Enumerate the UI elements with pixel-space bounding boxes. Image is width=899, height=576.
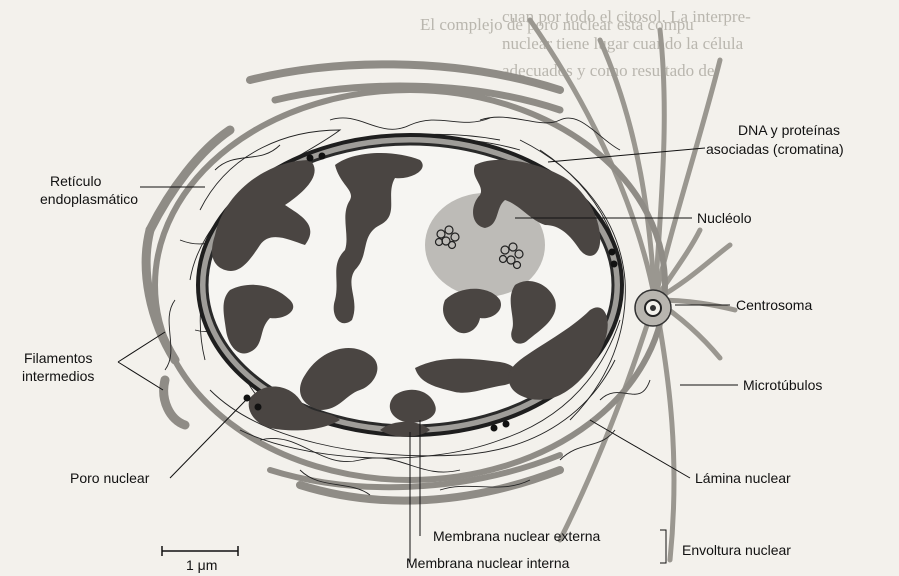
background-text-line: cuan por todo el citosol. La interpre-	[502, 7, 751, 26]
label-poro-nuclear: Poro nuclear	[70, 470, 150, 486]
label-centrosoma: Centrosoma	[736, 297, 812, 313]
label-dna-cromatina: DNA y proteínas asociadas (cromatina)	[706, 122, 844, 157]
background-text-right: cuan por todo el citosol. La interpre-nu…	[502, 7, 751, 80]
label-envoltura-nuclear: Envoltura nuclear	[682, 542, 791, 558]
label-lamina-nuclear: Lámina nuclear	[695, 470, 791, 486]
label-membrana-interna: Membrana nuclear interna	[406, 555, 570, 571]
label-nucleolo: Nucléolo	[697, 210, 752, 226]
label-membrana-externa: Membrana nuclear externa	[433, 528, 601, 544]
label-microtubulos: Microtúbulos	[743, 377, 822, 393]
label-filamentos-intermedios: Filamentos intermedios	[22, 350, 96, 384]
label-reticulo-endoplasmatico: Retículo endoplasmático	[40, 173, 138, 207]
label-scale: 1 μm	[186, 557, 217, 573]
scale-bar	[162, 546, 238, 556]
centrosome	[635, 290, 671, 326]
background-text-line: nuclear tiene lugar cuando la célula	[502, 34, 744, 53]
